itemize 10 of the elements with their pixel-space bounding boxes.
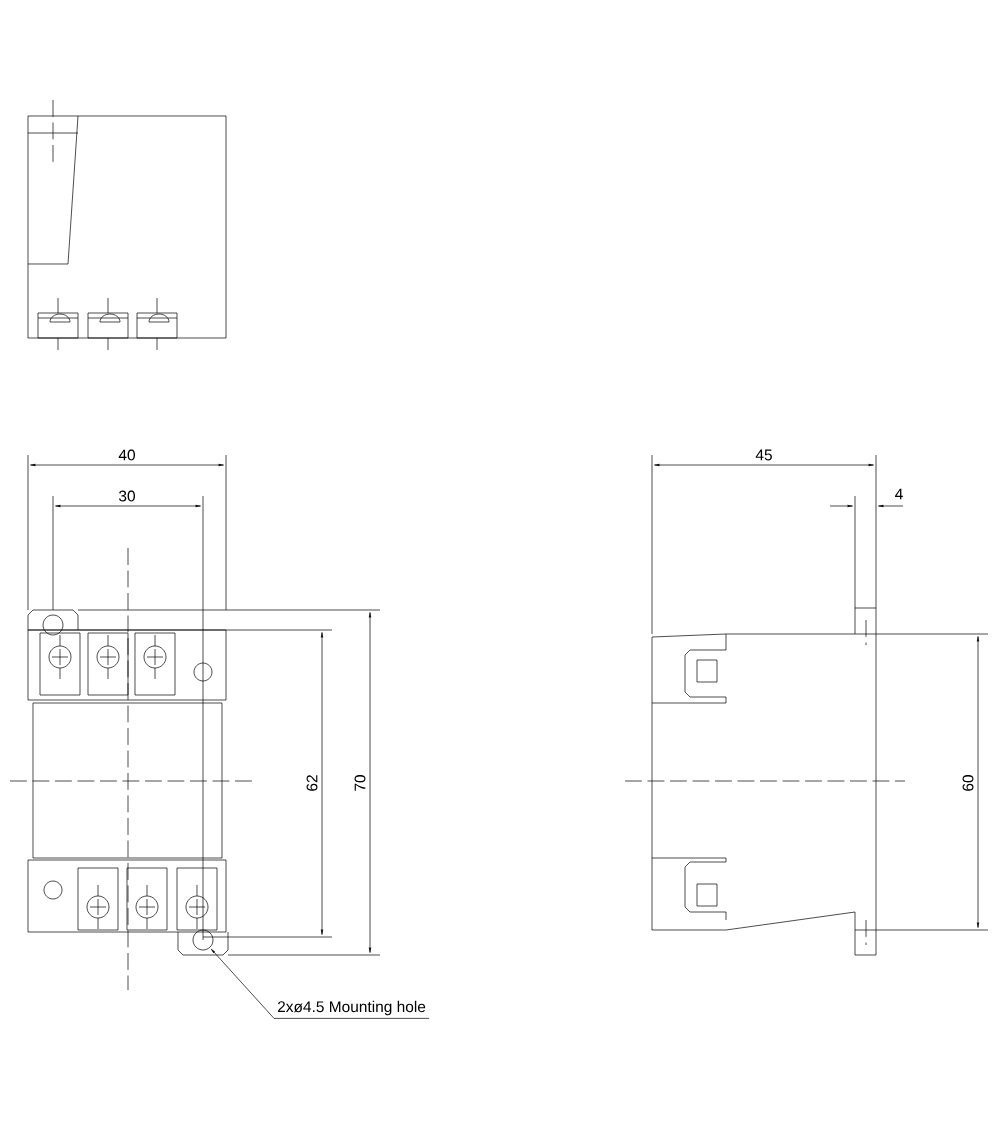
dimension-label: 45 — [755, 449, 772, 461]
dimension-label: 60 — [962, 775, 974, 791]
dimension-label: 70 — [354, 775, 366, 791]
dimension-label: 30 — [119, 490, 135, 502]
dimension-label: 62 — [306, 775, 318, 791]
mounting-hole — [192, 929, 214, 951]
leader-line — [211, 948, 430, 1019]
callout-text: 2xø4.5 Mounting hole — [277, 1000, 426, 1016]
dimension-label: 4 — [895, 488, 903, 500]
dimension-label: 40 — [118, 449, 135, 461]
